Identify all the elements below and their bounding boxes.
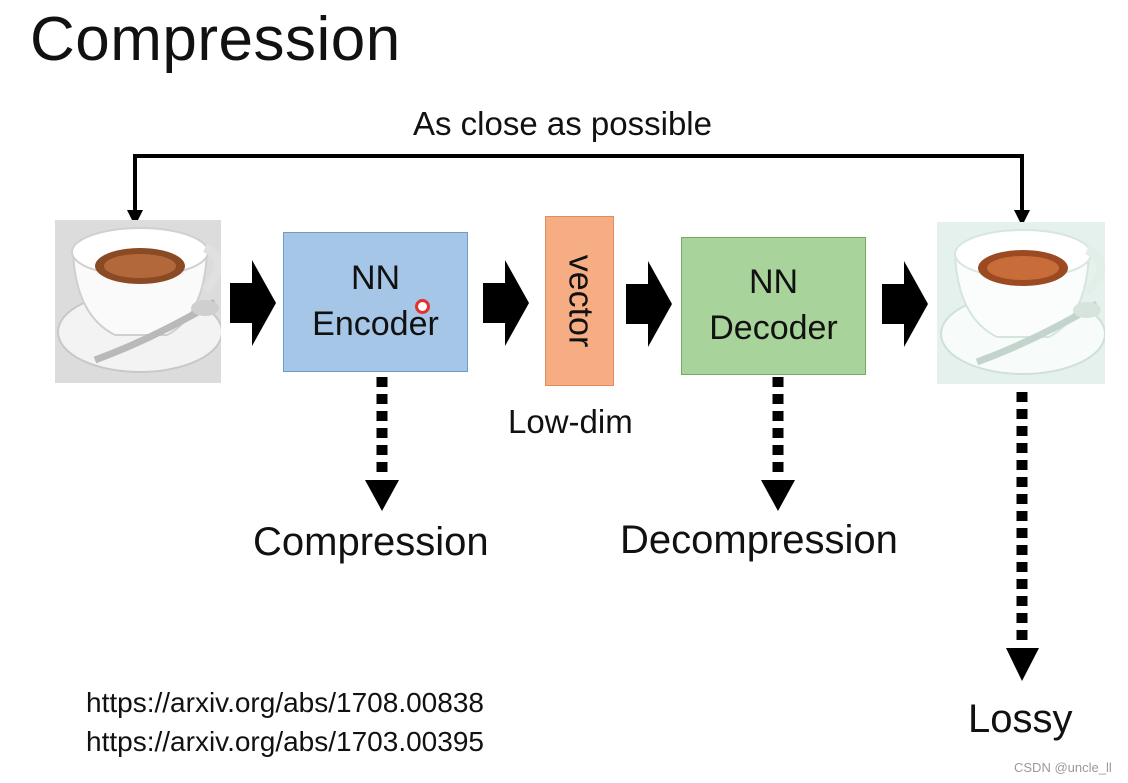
- encoder-label-line1: NN: [350, 259, 401, 298]
- dotted-arrowhead-decompression: [761, 480, 795, 511]
- flow-arrow-4: [882, 261, 928, 347]
- input-coffee-image: [55, 220, 221, 383]
- slide-title: Compression: [30, 5, 401, 74]
- vector-label: vector: [561, 254, 599, 348]
- low-dim-label: Low-dim: [508, 403, 633, 440]
- decoder-label-line1: NN: [748, 263, 799, 302]
- flow-arrow-2: [483, 260, 529, 346]
- flow-arrow-3: [626, 261, 672, 347]
- lossy-label: Lossy: [968, 697, 1073, 741]
- flow-arrow-1: [230, 260, 276, 346]
- reference-link-1[interactable]: https://arxiv.org/abs/1708.00838: [86, 687, 484, 718]
- reference-link-2[interactable]: https://arxiv.org/abs/1703.00395: [86, 726, 484, 757]
- feedback-label: As close as possible: [413, 105, 712, 142]
- dotted-arrowhead-lossy: [1006, 648, 1039, 681]
- decompression-label: Decompression: [620, 518, 898, 562]
- feedback-bracket: [133, 154, 1024, 213]
- feedback-arrowhead-right: [1014, 210, 1030, 226]
- nn-encoder-box: NN Encoder: [283, 232, 468, 372]
- references: https://arxiv.org/abs/1708.00838 https:/…: [86, 683, 484, 761]
- output-coffee-image: [937, 222, 1105, 384]
- nn-decoder-box: NN Decoder: [681, 237, 866, 375]
- feedback-arrowhead-left: [127, 210, 143, 226]
- laser-pointer-dot: [415, 299, 430, 314]
- decoder-label-line2: Decoder: [709, 309, 838, 347]
- compression-label: Compression: [253, 520, 489, 564]
- vector-box: vector: [545, 216, 614, 386]
- dotted-arrowhead-compression: [365, 480, 399, 511]
- watermark: CSDN @uncle_ll: [1014, 760, 1112, 775]
